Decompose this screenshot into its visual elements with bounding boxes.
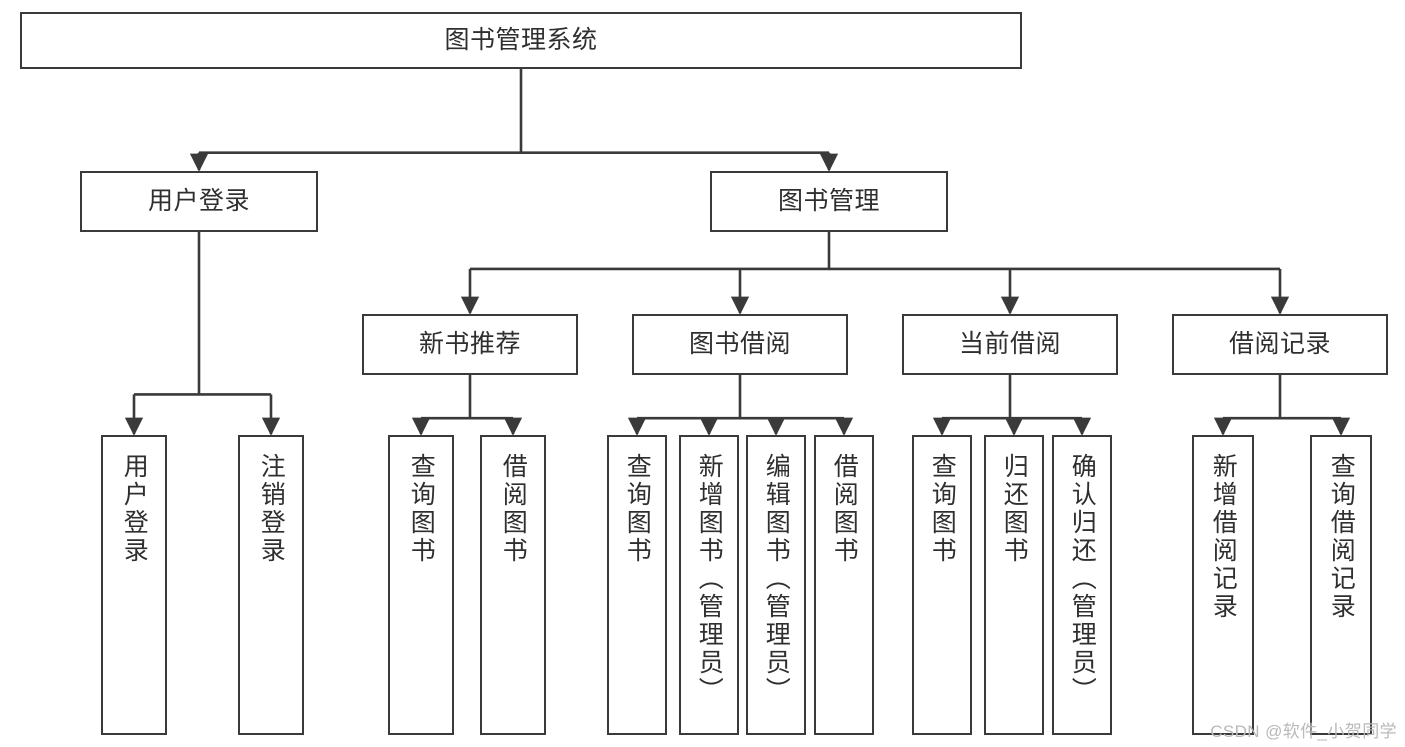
node-leaf-confirm-return[interactable]: 确认归还（管理员） bbox=[1052, 435, 1112, 735]
node-current-borrow[interactable]: 当前借阅 bbox=[902, 314, 1118, 375]
node-leaf-return-book-label: 归还图书 bbox=[1000, 453, 1029, 565]
node-leaf-edit-book-label: 编辑图书（管理员） bbox=[762, 453, 791, 705]
node-leaf-add-record-label: 新增借阅记录 bbox=[1209, 453, 1238, 621]
node-leaf-borrow-book-bb-label: 借阅图书 bbox=[830, 453, 859, 565]
node-leaf-query-book-bb-label: 查询图书 bbox=[623, 453, 652, 565]
node-leaf-query-book-rec-label: 查询图书 bbox=[407, 453, 436, 565]
node-leaf-edit-book[interactable]: 编辑图书（管理员） bbox=[746, 435, 806, 735]
node-leaf-query-book-rec[interactable]: 查询图书 bbox=[388, 435, 454, 735]
node-book-borrow-label: 图书借阅 bbox=[688, 330, 791, 359]
node-leaf-user-login[interactable]: 用户登录 bbox=[101, 435, 167, 735]
node-book-borrow[interactable]: 图书借阅 bbox=[632, 314, 848, 375]
node-leaf-return-book[interactable]: 归还图书 bbox=[984, 435, 1044, 735]
node-leaf-query-book-bb[interactable]: 查询图书 bbox=[607, 435, 667, 735]
node-leaf-query-record[interactable]: 查询借阅记录 bbox=[1310, 435, 1372, 735]
node-root-label: 图书管理系统 bbox=[444, 26, 598, 55]
node-leaf-user-login-label: 用户登录 bbox=[120, 453, 149, 565]
node-leaf-logout-label: 注销登录 bbox=[257, 453, 286, 565]
node-user-login[interactable]: 用户登录 bbox=[80, 171, 318, 232]
node-borrow-record[interactable]: 借阅记录 bbox=[1172, 314, 1388, 375]
node-book-manage-label: 图书管理 bbox=[777, 187, 880, 216]
node-book-manage[interactable]: 图书管理 bbox=[710, 171, 948, 232]
node-leaf-confirm-return-label: 确认归还（管理员） bbox=[1068, 453, 1097, 705]
node-leaf-query-record-label: 查询借阅记录 bbox=[1327, 453, 1356, 621]
node-leaf-borrow-book-rec-label: 借阅图书 bbox=[499, 453, 528, 565]
node-new-book-recommend[interactable]: 新书推荐 bbox=[362, 314, 578, 375]
node-leaf-logout[interactable]: 注销登录 bbox=[238, 435, 304, 735]
node-borrow-record-label: 借阅记录 bbox=[1228, 330, 1331, 359]
node-root[interactable]: 图书管理系统 bbox=[20, 12, 1022, 69]
node-new-book-recommend-label: 新书推荐 bbox=[418, 330, 521, 359]
node-leaf-add-book-label: 新增图书（管理员） bbox=[695, 453, 724, 705]
node-leaf-add-record[interactable]: 新增借阅记录 bbox=[1192, 435, 1254, 735]
node-user-login-label: 用户登录 bbox=[147, 187, 250, 216]
node-current-borrow-label: 当前借阅 bbox=[958, 330, 1061, 359]
node-leaf-query-book-cb-label: 查询图书 bbox=[928, 453, 957, 565]
node-leaf-query-book-cb[interactable]: 查询图书 bbox=[912, 435, 972, 735]
node-leaf-borrow-book-rec[interactable]: 借阅图书 bbox=[480, 435, 546, 735]
node-leaf-borrow-book-bb[interactable]: 借阅图书 bbox=[814, 435, 874, 735]
node-leaf-add-book[interactable]: 新增图书（管理员） bbox=[679, 435, 739, 735]
csdn-watermark: CSDN @软件_小贺同学 bbox=[1210, 722, 1397, 741]
